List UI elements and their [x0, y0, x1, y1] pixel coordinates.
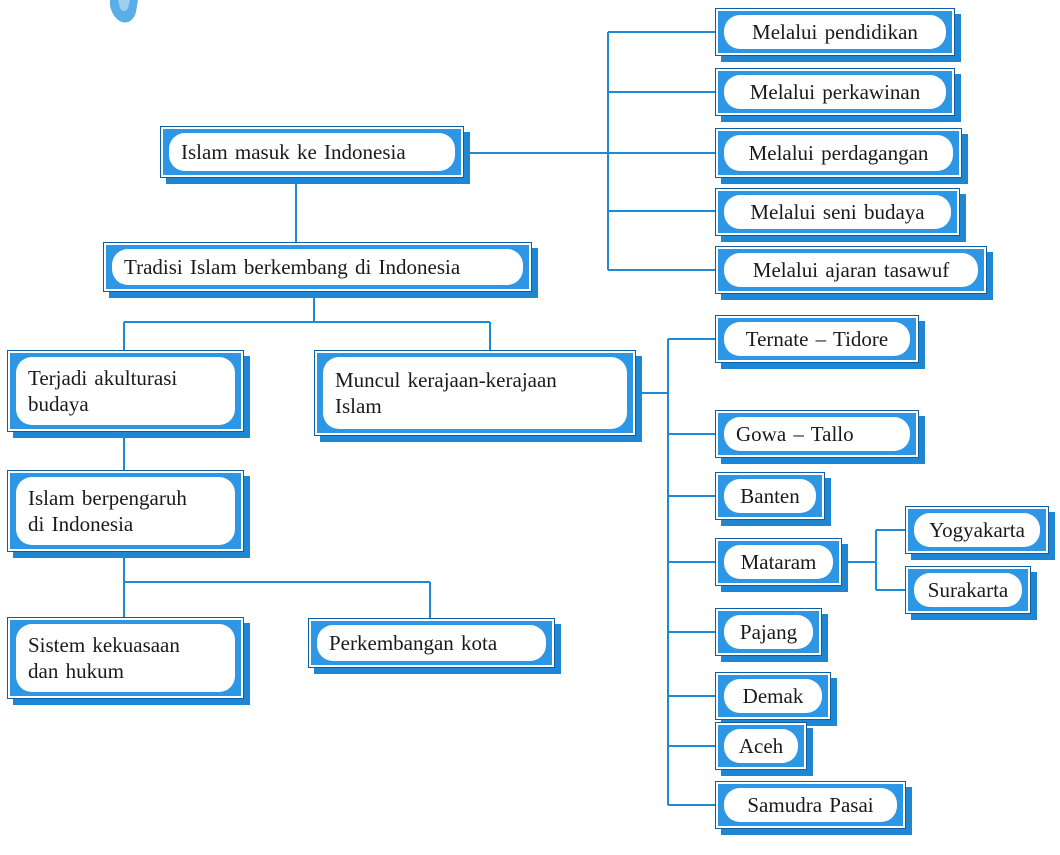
channel-label: Melalui perdagangan [724, 135, 953, 171]
channel-node: Melalui seni budaya [715, 188, 966, 242]
kingdom-label: Mataram [724, 545, 833, 579]
channel-label: Melalui ajaran tasawuf [724, 253, 978, 287]
channel-node: Melalui perkawinan [715, 68, 961, 122]
kingdom-label: Demak [724, 679, 822, 713]
node-tradisi-label: Tradisi Islam berkembang di Indonesia [112, 249, 523, 285]
kingdom-node: Samudra Pasai [715, 781, 912, 835]
channel-node: Melalui pendidikan [715, 8, 961, 62]
channel-node: Melalui perdagangan [715, 128, 968, 184]
node-kota-label: Perkembangan kota [317, 625, 546, 661]
node-kerajaan: Muncul kerajaan-kerajaan Islam [314, 350, 642, 442]
channel-label: Melalui seni budaya [724, 195, 951, 229]
node-sistem-label: Sistem kekuasaan dan hukum [16, 624, 235, 692]
kingdom-label: Pajang [724, 615, 813, 649]
mataram-branch-label: Surakarta [914, 573, 1022, 607]
kingdom-label: Gowa – Tallo [724, 417, 910, 451]
node-kerajaan-label: Muncul kerajaan-kerajaan Islam [323, 357, 627, 429]
node-berpengaruh-label: Islam berpengaruh di Indonesia [16, 477, 235, 545]
node-akulturasi: Terjadi akulturasi budaya [7, 350, 250, 438]
node-islam-masuk-label: Islam masuk ke Indonesia [169, 133, 455, 171]
kingdom-node: Mataram [715, 538, 848, 592]
kingdom-node: Demak [715, 672, 837, 726]
node-tradisi: Tradisi Islam berkembang di Indonesia [103, 242, 538, 298]
kingdom-node: Banten [715, 472, 831, 526]
mataram-branch-node: Surakarta [905, 566, 1037, 620]
channel-label: Melalui pendidikan [724, 15, 946, 49]
node-berpengaruh: Islam berpengaruh di Indonesia [7, 470, 250, 558]
corner-decoration [110, 0, 138, 23]
node-kota: Perkembangan kota [308, 618, 561, 674]
kingdom-label: Ternate – Tidore [724, 322, 910, 356]
mataram-branch-node: Yogyakarta [905, 506, 1055, 560]
kingdom-label: Aceh [724, 729, 798, 763]
channel-label: Melalui perkawinan [724, 75, 946, 109]
channel-node: Melalui ajaran tasawuf [715, 246, 993, 300]
kingdom-node: Ternate – Tidore [715, 315, 925, 369]
kingdom-label: Samudra Pasai [724, 788, 897, 822]
kingdom-node: Aceh [715, 722, 813, 776]
node-sistem: Sistem kekuasaan dan hukum [7, 617, 250, 705]
kingdom-node: Pajang [715, 608, 828, 662]
kingdom-label: Banten [724, 479, 816, 513]
node-islam-masuk: Islam masuk ke Indonesia [160, 126, 470, 184]
kingdom-node: Gowa – Tallo [715, 410, 925, 464]
mataram-branch-label: Yogyakarta [914, 513, 1040, 547]
node-akulturasi-label: Terjadi akulturasi budaya [16, 357, 235, 425]
